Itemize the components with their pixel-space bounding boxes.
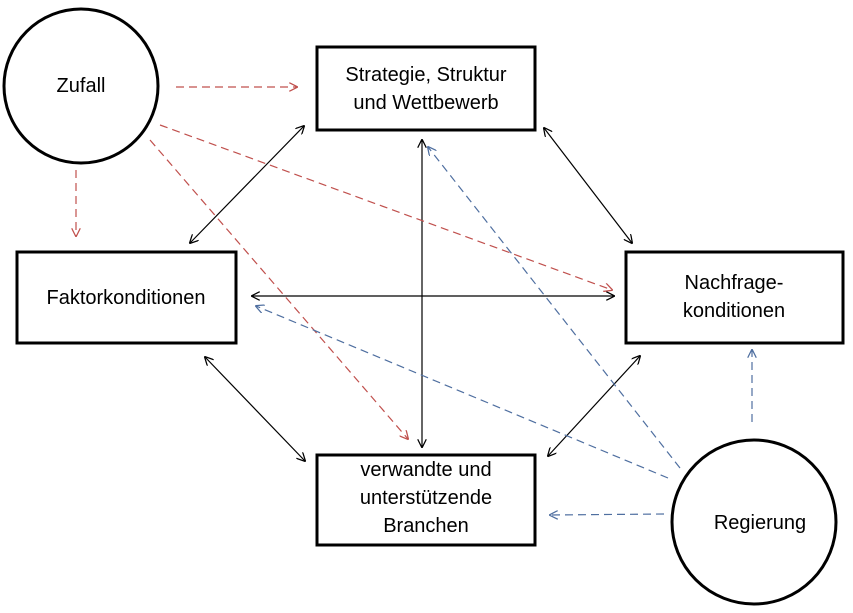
- regierung-circle: [670, 438, 838, 606]
- arrow-regierung-strategie: [428, 147, 681, 469]
- arrow-strategie-nachfrage: [544, 128, 632, 243]
- nachfrage-label-line-2: konditionen: [683, 300, 785, 322]
- branchen-label-line-3: Branchen: [383, 515, 469, 537]
- solid-connections: [190, 126, 640, 461]
- node-nachfrage: Nachfrage- konditionen: [624, 250, 845, 345]
- nachfrage-box: [624, 250, 845, 345]
- arrow-strategie-faktor: [190, 126, 304, 243]
- arrow-zufall-branchen: [149, 139, 408, 439]
- faktor-box: [15, 250, 238, 345]
- branchen-label-line-2: unterstützende: [360, 487, 492, 509]
- arrow-zufall-nachfrage: [159, 124, 612, 290]
- arrow-nachfrage-branchen: [548, 356, 640, 456]
- branchen-label-line-1: verwandte und: [360, 459, 491, 481]
- arrow-faktor-branchen: [205, 357, 305, 461]
- zufall-label: Zufall: [57, 75, 106, 97]
- regierung-label: Regierung: [714, 512, 806, 534]
- nachfrage-label-line-1: Nachfrage-: [685, 272, 784, 294]
- node-strategie: Strategie, Struktur und Wettbewerb: [315, 45, 537, 132]
- strategie-label-line-1: Strategie, Struktur: [345, 64, 507, 86]
- arrow-regierung-faktor: [256, 306, 669, 479]
- node-regierung: Regierung: [670, 438, 838, 606]
- strategie-box: [315, 45, 537, 132]
- node-zufall: Zufall: [2, 7, 160, 165]
- node-branchen: verwandte und unterstützende Branchen: [315, 453, 537, 547]
- arrow-regierung-branchen: [550, 514, 665, 515]
- faktor-label: Faktorkonditionen: [47, 287, 206, 309]
- regierung-connections: [256, 147, 752, 515]
- zufall-circle: [2, 7, 160, 165]
- zufall-connections: [76, 87, 612, 439]
- strategie-label-line-2: und Wettbewerb: [353, 92, 498, 114]
- node-faktor: Faktorkonditionen: [15, 250, 238, 345]
- branchen-box: [315, 453, 537, 547]
